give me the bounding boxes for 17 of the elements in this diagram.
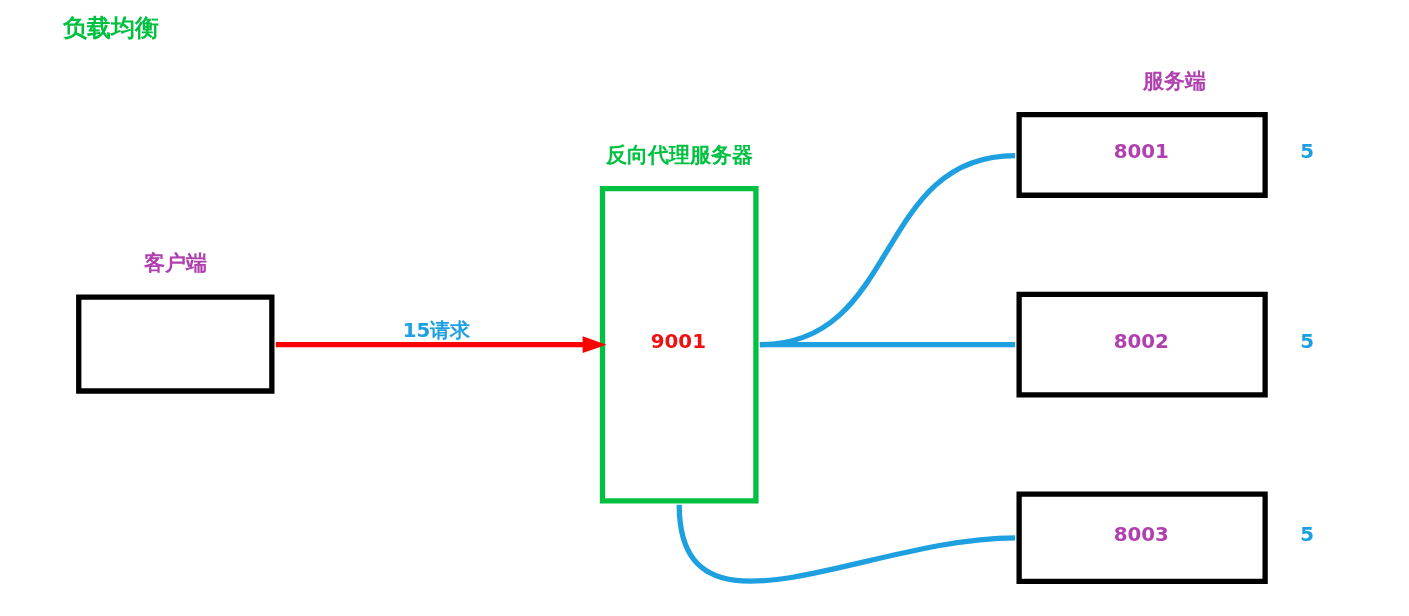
edge-label: 15请求: [402, 318, 470, 342]
diagram-title: 负载均衡: [62, 14, 159, 43]
node-box: 9001: [599, 186, 759, 504]
connector: [676, 504, 1015, 584]
connector: [759, 152, 1015, 348]
node-box: 8002: [1015, 291, 1268, 398]
node-label: 客户端: [143, 250, 207, 276]
connector: [759, 342, 1015, 348]
node-label: 5: [1299, 330, 1314, 354]
node-box: 8003: [1015, 491, 1268, 585]
node-label: 反向代理服务器: [605, 141, 753, 167]
node-label: 5: [1299, 523, 1314, 547]
node-label: 5: [1299, 140, 1314, 164]
node-box: [75, 294, 274, 394]
node-box: 8001: [1015, 111, 1268, 198]
arrow: [275, 336, 607, 354]
node-label: 服务端: [1142, 67, 1206, 93]
